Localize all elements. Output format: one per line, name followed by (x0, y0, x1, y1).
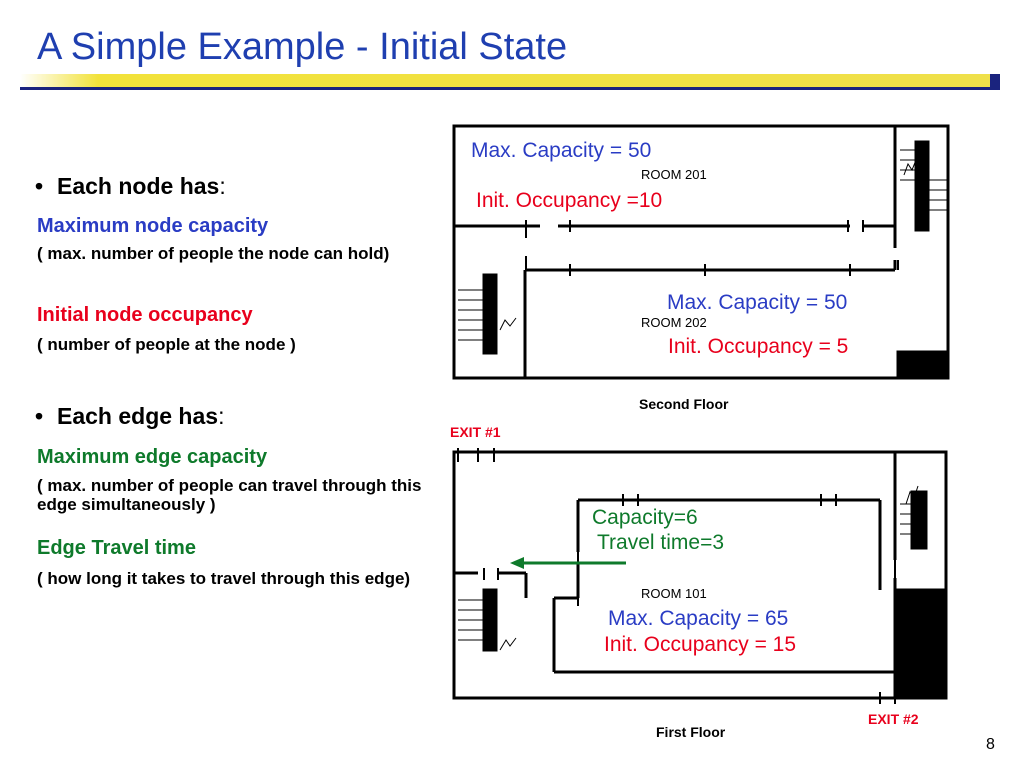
exit2-label: EXIT #2 (868, 711, 919, 727)
max-node-capacity-note: ( max. number of people the node can hol… (37, 244, 390, 263)
edge-travel-time-note: ( how long it takes to travel through th… (37, 569, 411, 588)
node-bullet: • Each node has: (35, 173, 226, 200)
room201-occupancy-label: Init. Occupancy =10 (476, 189, 663, 212)
first-floor-plan (452, 448, 948, 704)
edge-bullet-colon: : (218, 403, 225, 429)
first-floor-caption: First Floor (656, 724, 726, 740)
edge-bullet-label: Each edge has (57, 403, 219, 429)
room201-capacity-label: Max. Capacity = 50 (471, 139, 652, 162)
room101-name: ROOM 101 (641, 586, 707, 601)
max-edge-capacity-heading: Maximum edge capacity (37, 446, 268, 468)
room202-capacity-label: Max. Capacity = 50 (667, 291, 848, 314)
initial-node-occupancy-heading: Initial node occupancy (37, 304, 253, 326)
edge-bullet: • Each edge has: (35, 403, 224, 430)
max-edge-capacity-note: ( max. number of people can travel throu… (37, 476, 422, 514)
second-floor-caption: Second Floor (639, 396, 729, 412)
room202-occupancy-label: Init. Occupancy = 5 (668, 335, 849, 358)
edge-travel-time-heading: Edge Travel time (37, 537, 196, 559)
second-floor-plan (452, 124, 950, 380)
room101-occupancy-label: Init. Occupancy = 15 (604, 633, 797, 656)
slide-title: A Simple Example - Initial State (37, 26, 568, 68)
max-node-capacity-heading: Maximum node capacity (37, 215, 269, 237)
node-bullet-label: Each node has (57, 173, 220, 199)
title-underline (20, 74, 1000, 90)
room201-name: ROOM 201 (641, 167, 707, 182)
edge-travel-time-label: Travel time=3 (597, 531, 725, 554)
floor-plan-drawing (452, 124, 950, 704)
bullet-icon: • (35, 403, 44, 429)
edge-arrow (510, 557, 626, 569)
page-number: 8 (986, 736, 995, 753)
exit1-label: EXIT #1 (450, 424, 501, 440)
edge-capacity-label: Capacity=6 (592, 506, 698, 529)
initial-node-occupancy-note: ( number of people at the node ) (37, 335, 296, 354)
bullet-icon: • (35, 173, 44, 199)
node-bullet-colon: : (219, 173, 226, 199)
room101-capacity-label: Max. Capacity = 65 (608, 607, 789, 630)
room202-name: ROOM 202 (641, 315, 707, 330)
